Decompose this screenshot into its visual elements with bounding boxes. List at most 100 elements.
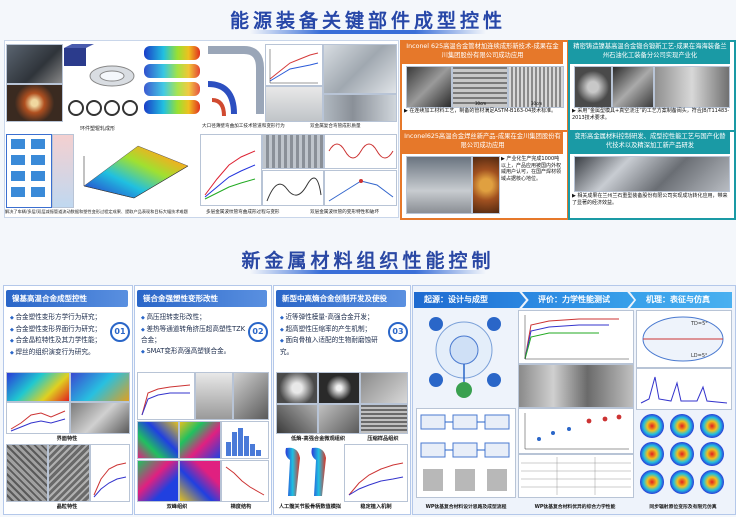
mg-tem (233, 372, 269, 420)
card-deformation-header: 变形高金属材料控制研发、成型控性能工艺与国产化替代技术以及精深加工新产品研发 (570, 132, 730, 154)
bimetal-section-photo (323, 94, 397, 122)
bullet: 高压扭转变形改性； (141, 312, 251, 324)
hip-stem-model (285, 447, 326, 496)
card-inconel-pipe-header: Inconel 625高温合金管材加连续成形新技术-成果在金川集团股份有限公司成… (402, 42, 563, 64)
col-nickel-heading: 镍基高温合金成型控性 (6, 290, 128, 307)
caption-compression: 压缩样品组织 (367, 436, 399, 442)
card-casting-header: 精密铸造镍基高温合金锻合锻新工艺-成果在海海装备兰州石油化工装备分公司实现产业化 (570, 42, 730, 64)
deformation-products-photo (574, 156, 730, 192)
scale-label-2: 30cm (531, 101, 543, 106)
compression-sample (360, 404, 408, 434)
fem-simulation-maps (640, 414, 724, 494)
sim-label-ld: LD=5° (691, 353, 708, 359)
section1-title: 能源装备关键部件成型控性 (229, 10, 506, 32)
step-design: 起源：设计与成型 (414, 292, 526, 308)
valve-photo-3 (654, 66, 730, 108)
caption-gradient: 梯度结构 (230, 504, 252, 510)
bellows-wave-chart (324, 134, 397, 169)
design-concept-diagram (429, 317, 501, 398)
card-casting-body: ▶ 采用“金属型模具+真空浇注”的工艺方案制备阀头，符合JB/T11483-20… (572, 108, 730, 121)
bimetal-pipe-photo (323, 44, 397, 94)
mg-stress-chart (137, 372, 195, 420)
weld-spool-photo (472, 156, 500, 214)
hot-ring-photo (6, 84, 63, 122)
inconel-pipe-photo-2: 30cm (452, 66, 508, 108)
sim-label-td: TD=5° (690, 321, 708, 327)
property-comparison-chart (518, 408, 634, 454)
card-inconel-weld-header: Inconel625高温合金焊丝新产品-成果在金川集团股份有限公司成功应用 (402, 132, 563, 154)
pipe-strain-chart (265, 44, 323, 86)
bellows-model-grid (6, 134, 52, 208)
bullet: SMAT变形高强高塑镁合金。 (141, 346, 251, 358)
caption-grain: 晶粒特性 (56, 504, 78, 510)
col-magnesium-heading: 镁合金强塑性变形改性 (137, 290, 267, 307)
hea-tem-1 (276, 372, 318, 404)
diffraction-chart (636, 368, 732, 410)
bullet: 近等弹性模量-高强合金开发； (280, 312, 390, 324)
bellows-legend (52, 134, 74, 208)
step-mechanism: 机理：表征与仿真 (630, 292, 732, 308)
3d-surface-plot (83, 145, 189, 199)
pipe-section-photo (265, 86, 323, 122)
hea-tem-4 (318, 404, 360, 434)
caption-bimodal: 双峰组织 (166, 504, 188, 510)
col-magnesium-bullets: 高压扭转变形改性； 差热等通道转角挤压超高塑性TZK合金； SMAT变形高强高塑… (141, 312, 251, 357)
hea-tem-2 (360, 372, 408, 404)
caption-mechanism: 同步辐射原位变形及有限元仿真 (649, 505, 717, 510)
bellows-curve (262, 170, 324, 206)
bent-pipe-model (207, 46, 264, 117)
bullet: 合金塑性变形方学行为研究； (10, 312, 110, 324)
title-underline (250, 30, 486, 34)
caption-hip-stem: 人工髋关节股骨柄数值模拟 (278, 504, 342, 510)
inconel-pipe-photo-3: 30cm (508, 66, 564, 108)
inconel-pipe-photo-1 (406, 66, 452, 108)
valve-photo-2 (612, 66, 654, 108)
implant-chart (344, 444, 408, 502)
ring-heatmaps (144, 46, 200, 114)
ebsd-map-2 (179, 421, 221, 459)
grain-sem-2 (48, 444, 90, 502)
interface-map (6, 372, 70, 402)
synchrotron-diagram: TD=5° LD=5° (636, 310, 732, 368)
bullet: 焊丝的组织演变行为研究。 (10, 347, 110, 359)
bottom-mid-caption: 多层金属波纹管弯曲成形过程与变形 (206, 210, 280, 215)
ring-rolling-diagram (64, 44, 138, 116)
bellows-photo (262, 134, 324, 169)
col-nickel-bullets: 合金塑性变形方学行为研究； 合金塑性变形界面行为研究； 合金晶粒特性及其力学性能… (10, 312, 110, 358)
badge-03: 03 (388, 322, 408, 342)
hea-diffraction (318, 372, 360, 404)
badge-02: 02 (248, 322, 268, 342)
bottom-right-caption: 双层金属波纹管的变形特性和破坏 (310, 210, 379, 215)
bullet: 差热等通道转角挤压超高塑性TZK合金； (141, 324, 251, 346)
card-deformation-body: ▶ 相关成果在兰州兰石重型装备股份有限公司实现成功转化应用，带来了显著的经济效益… (572, 193, 728, 206)
step-evaluation: 评价：力学性能测试 (522, 292, 634, 308)
grain-sem-1 (6, 444, 48, 502)
badge-01: 01 (110, 322, 130, 342)
ebsd-map-4 (179, 460, 221, 502)
interface-sem (70, 402, 130, 434)
caption-design: WP钛基复合材料设计思路及成型流程 (425, 505, 507, 510)
bullet: 超高塑性压缩率的产生机制； (280, 324, 390, 336)
section2-title: 新金属材料组织性能控制 (241, 250, 495, 272)
ring-caption: 环件塑辊轧成形 (80, 126, 116, 132)
caption-evaluation: WP钛基复合材料优异的综合力学性能 (534, 505, 616, 510)
bellows-forming-chart (200, 134, 262, 206)
bullet: 合金塑性变形界面行为研究； (10, 324, 110, 336)
property-table (518, 454, 634, 498)
mg-hist-chart (221, 421, 269, 459)
bellows-failure-chart (324, 170, 397, 206)
ebsd-map-3 (137, 460, 179, 502)
process-flow-diagram (416, 408, 516, 498)
bottom-left-caption: 解决了车辆/多层/双层减振管道流动数据和塑性变形过程定成果、提取产品表现和目标大… (5, 209, 188, 214)
card-inconel-weld-body: ▶ 产业化生产完成1000吨以上，产品应用被国内外权威用户认可，在国产焊材领域占… (501, 156, 562, 182)
bend-caption: 双金属复合弯管成形质量 (310, 124, 361, 129)
stress-strain-chart-1 (518, 310, 634, 364)
mg-sample-photo (195, 372, 233, 420)
caption-interface: 界面特性 (56, 436, 78, 442)
caption-implant: 稳定植入机制 (360, 504, 392, 510)
scale-label-1: 30cm (475, 101, 487, 106)
title-underline-2 (250, 270, 486, 274)
interface-chart (6, 402, 70, 434)
col-hea-bullets: 近等弹性模量-高强合金开发； 超高塑性压缩率的产生机制； 面向骨植入适配的生物耐… (280, 312, 390, 357)
weld-factory-photo (406, 156, 472, 214)
